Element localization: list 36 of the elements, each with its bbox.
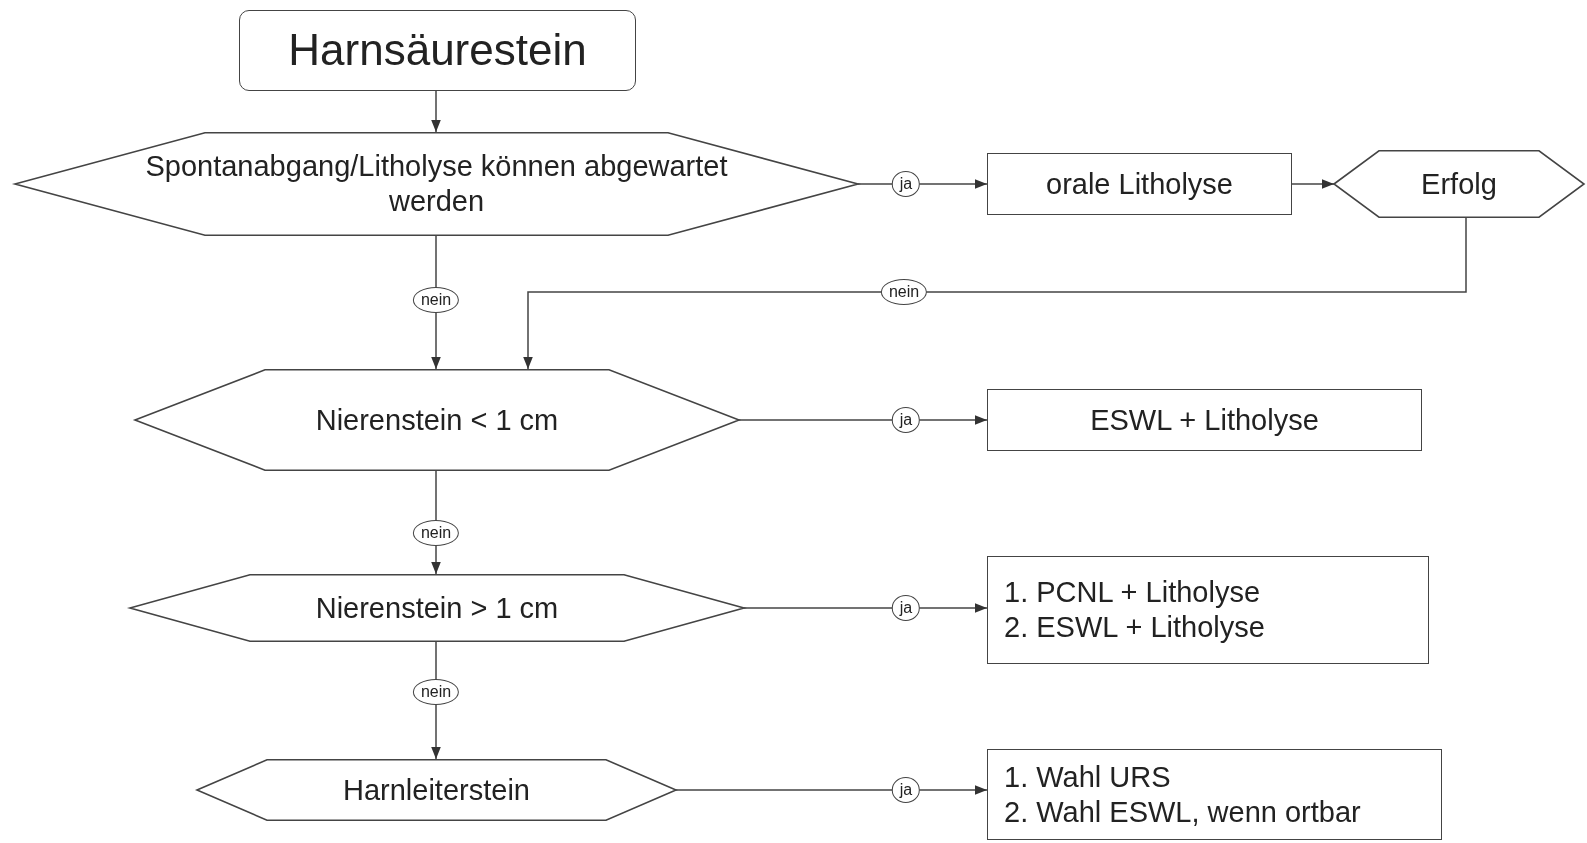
edge-label: ja <box>891 407 921 433</box>
arrow <box>738 415 988 425</box>
list-item: 2. Wahl ESWL, wenn ortbar <box>1004 794 1361 830</box>
decision-hexagon <box>135 369 739 471</box>
node-label: Nierenstein < 1 cm <box>315 402 559 438</box>
node-label: orale Litholyse <box>1046 166 1233 202</box>
list-item: 2. ESWL + Litholyse <box>1004 610 1265 645</box>
process-box <box>987 556 1429 664</box>
arrow <box>1291 179 1335 189</box>
decision-hexagon <box>197 759 676 821</box>
process-box <box>987 389 1422 451</box>
edge-label: nein <box>412 679 460 705</box>
edge-label: ja <box>891 171 921 197</box>
edge-label: nein <box>412 287 460 313</box>
arrow <box>675 785 988 795</box>
decision-hexagon <box>15 132 858 236</box>
arrow <box>431 90 441 133</box>
edge-label: ja <box>891 595 921 621</box>
arrow <box>523 217 1467 370</box>
edge-label: nein <box>880 279 928 305</box>
edge-label: nein <box>412 520 460 546</box>
node-label: Harnleiterstein <box>343 772 530 808</box>
node-label: Harnsäurestein <box>288 24 587 77</box>
decision-hexagon <box>1334 150 1584 218</box>
decision-hexagon <box>130 574 744 642</box>
process-box <box>987 749 1442 840</box>
process-box <box>987 153 1292 215</box>
edge-label: ja <box>891 777 921 803</box>
start-box <box>239 10 636 91</box>
node-label: Nierenstein > 1 cm <box>315 590 559 626</box>
node-label: Erfolg <box>1421 166 1497 202</box>
list-item: 1. Wahl URS <box>1004 759 1171 795</box>
node-label: Spontanabgang/Litholyse können abgewartet werden <box>144 149 729 219</box>
node-label: ESWL + Litholyse <box>1090 402 1319 438</box>
arrow <box>743 603 988 613</box>
list-item: 1. PCNL + Litholyse <box>1004 575 1261 610</box>
